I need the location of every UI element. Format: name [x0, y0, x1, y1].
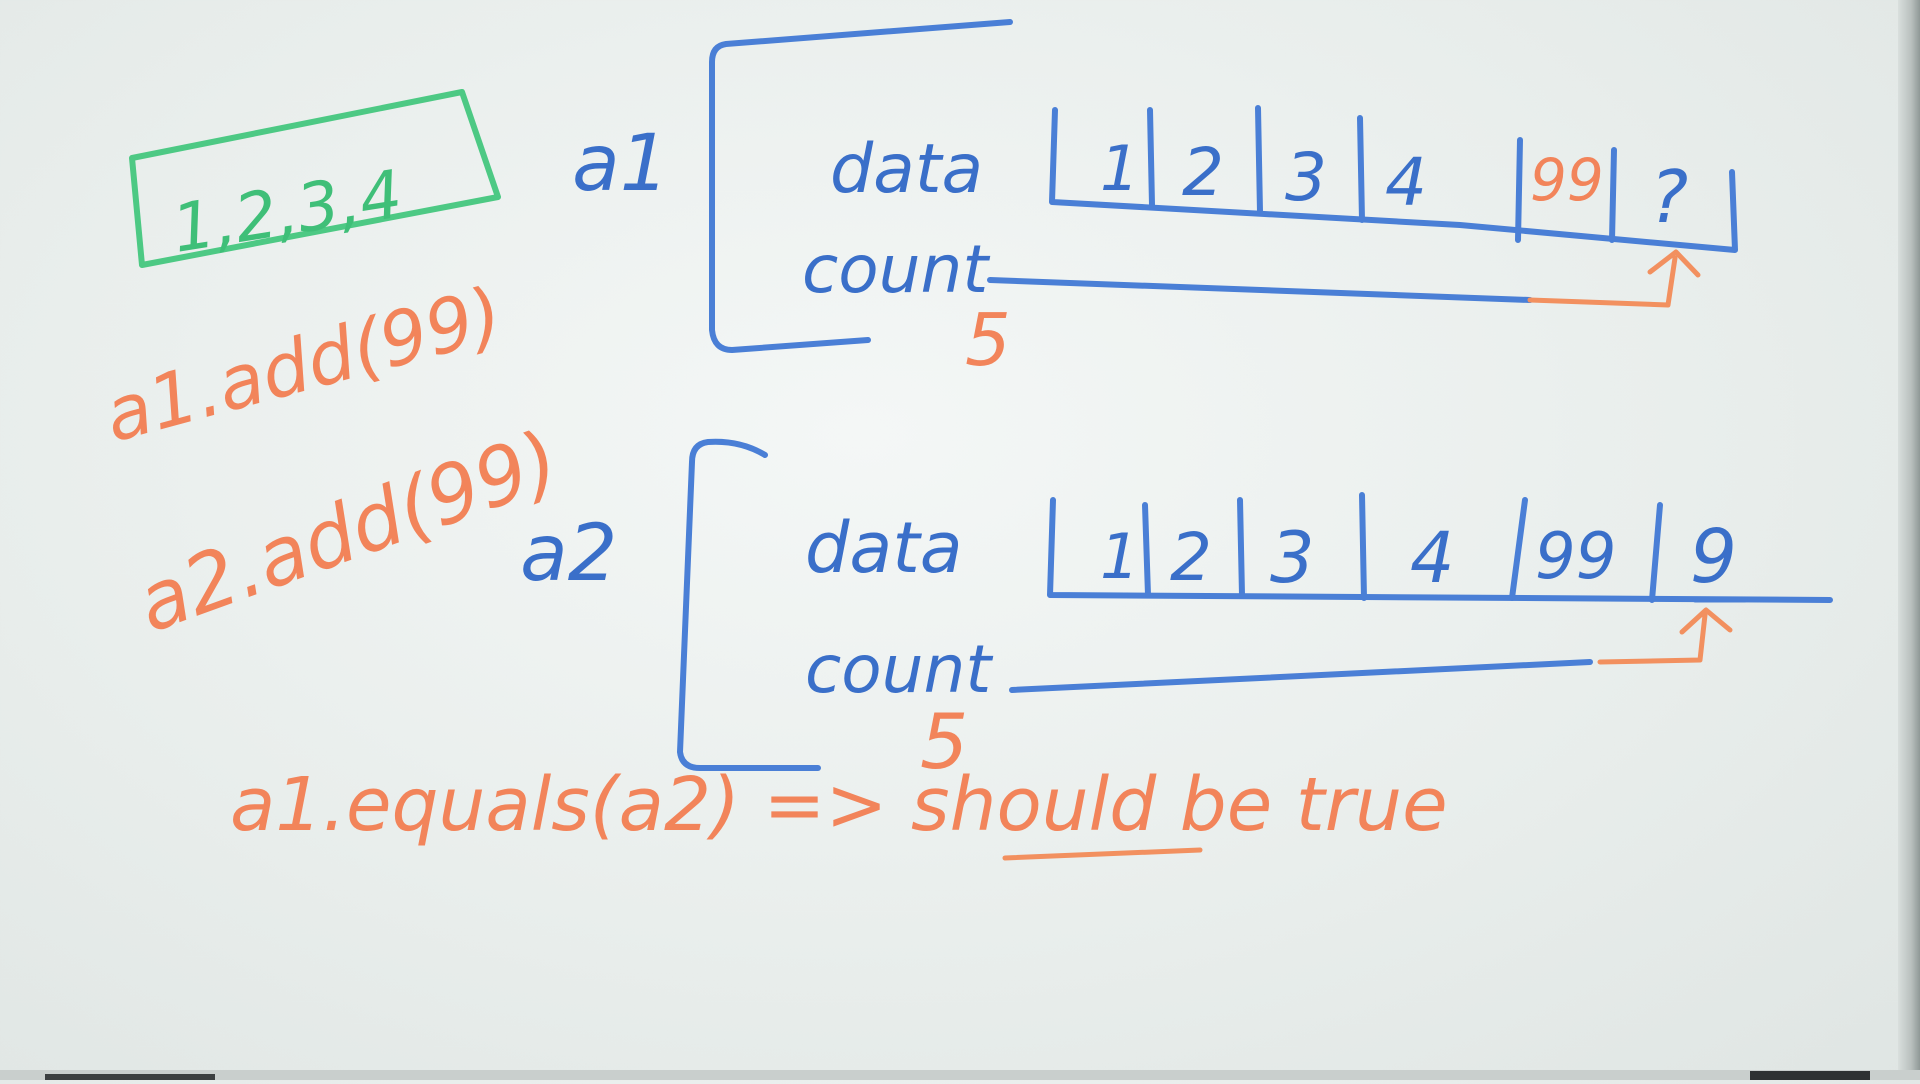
- a1-object: a1 data count 5 1 2 3 4 99 ?: [572, 19, 1738, 382]
- a1-array-outline: [1049, 107, 1738, 253]
- boxed-values-group: 1,2,3,4: [129, 89, 501, 268]
- a1-cell-2: 2: [1182, 134, 1224, 211]
- a1-cell-5: 99: [1530, 146, 1604, 214]
- conclusion-text: a1.equals(a2) => should be true: [230, 762, 1448, 848]
- a2-count-arrow: [1597, 607, 1733, 665]
- should-underline: [1002, 847, 1203, 861]
- a2-object: a2 data count 5 1 2 3 4 99 9: [520, 438, 1833, 786]
- a1-cell-4: 4: [1385, 144, 1427, 221]
- marker-tray-right: [1750, 1071, 1870, 1080]
- a2-cell-1: 1: [1100, 520, 1139, 593]
- a2-count-line: [1009, 659, 1593, 693]
- a1-count-arrow: [1527, 249, 1701, 308]
- a2-label: a2: [520, 509, 617, 599]
- a1-array-dividers: [1147, 105, 1617, 243]
- board-frame-right: [1898, 0, 1920, 1080]
- a2-cell-2: 2: [1170, 519, 1212, 596]
- a2-count-label: count: [805, 631, 993, 708]
- a2-bracket: [677, 438, 821, 771]
- a2-data-label: data: [805, 507, 963, 589]
- conclusion-group: a1.equals(a2) => should be true: [230, 762, 1448, 861]
- marker-tray-left: [45, 1074, 215, 1080]
- a1-label: a1: [572, 119, 669, 209]
- a2-array-dividers: [1142, 492, 1663, 603]
- a1-bracket: [709, 19, 1013, 353]
- a1-cell-6: ?: [1650, 155, 1688, 239]
- a2-array-outline: [1047, 497, 1833, 603]
- a1-cell-3: 3: [1285, 139, 1327, 216]
- a1-count-label: count: [802, 231, 990, 308]
- a2-cell-6: 9: [1690, 514, 1737, 600]
- a2-cell-4: 4: [1410, 517, 1455, 599]
- a1-count-line: [987, 277, 1533, 303]
- a1-cell-1: 1: [1100, 132, 1139, 205]
- boxed-values: 1,2,3,4: [167, 156, 407, 268]
- call-a1-add: a1.add(99): [96, 271, 512, 459]
- a1-data-label: data: [830, 130, 983, 209]
- a2-cell-5: 99: [1535, 520, 1616, 594]
- a2-count-value: 5: [920, 697, 968, 786]
- board-frame-bottom: [0, 1070, 1920, 1080]
- green-box: [129, 89, 501, 268]
- a1-count-value: 5: [965, 298, 1011, 382]
- call-a2-add: a2.add(99): [125, 413, 570, 651]
- a2-cell-3: 3: [1270, 517, 1315, 599]
